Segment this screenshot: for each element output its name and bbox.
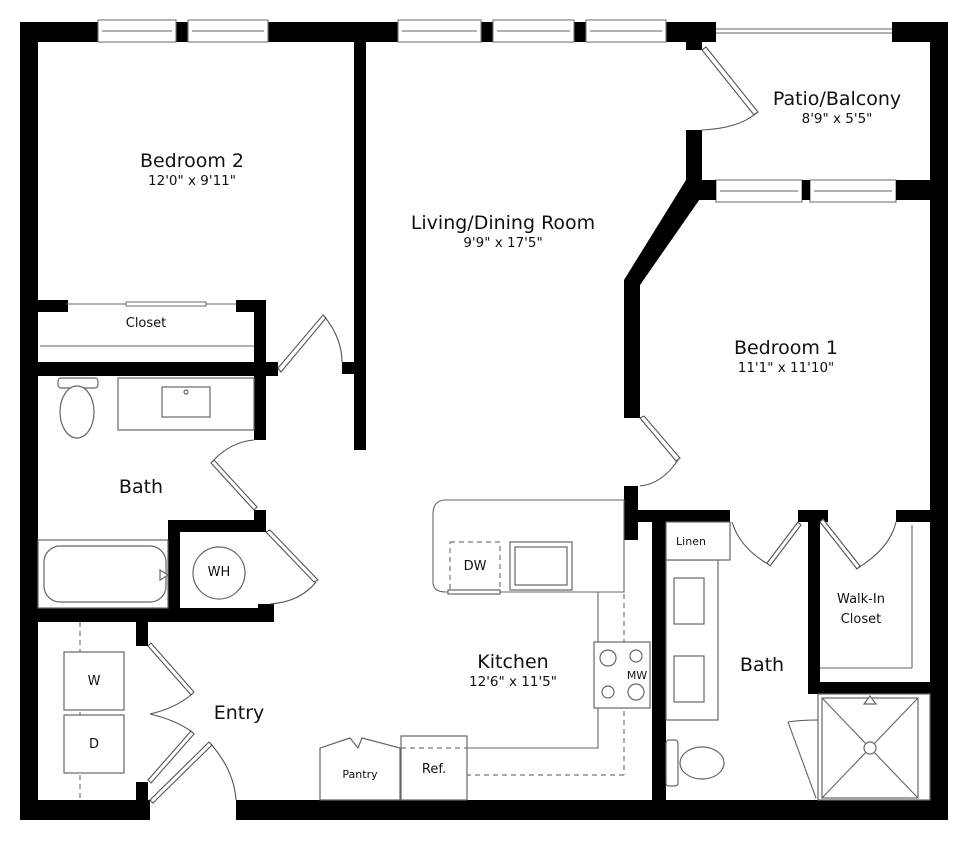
room-label-bath-1: Bath: [739, 654, 785, 676]
water-heater-label: WH: [207, 565, 231, 580]
dryer-label: D: [88, 737, 100, 752]
room-label-bedroom-1: Bedroom 1 11'1" x 11'10": [734, 337, 838, 377]
microwave-label: MW: [626, 669, 648, 682]
room-label-closet: Closet: [125, 316, 167, 331]
washer-label: W: [87, 674, 101, 689]
walk-in-line-1: Walk-In: [837, 592, 885, 607]
room-name: Bedroom 1: [733, 337, 839, 359]
room-name: Patio/Balcony: [772, 88, 902, 110]
refrigerator-label: Ref.: [421, 762, 447, 777]
room-name: Living/Dining Room: [410, 212, 596, 234]
exterior-walls: [20, 22, 948, 820]
room-dimensions: 11'1" x 11'10": [737, 360, 835, 376]
room-dimensions: 12'0" x 9'11": [148, 173, 236, 189]
room-label-walk-in-closet: Walk-In Closet: [837, 590, 885, 630]
room-label-bedroom-2: Bedroom 2 12'0" x 9'11": [140, 150, 244, 190]
fixtures: [37, 301, 931, 801]
room-label-patio: Patio/Balcony 8'9" x 5'5": [773, 88, 901, 128]
room-name: Bedroom 2: [139, 150, 245, 172]
room-label-kitchen: Kitchen 12'6" x 11'5": [469, 651, 557, 691]
room-dimensions: 9'9" x 17'5": [463, 235, 543, 251]
room-name: Kitchen: [477, 651, 549, 673]
room-dimensions: 8'9" x 5'5": [801, 111, 873, 127]
windows: [97, 19, 897, 203]
dishwasher-label: DW: [463, 559, 487, 574]
room-label-entry: Entry: [213, 702, 265, 724]
pantry-label: Pantry: [342, 768, 378, 781]
doors: [147, 46, 897, 804]
room-dimensions: 12'6" x 11'5": [469, 674, 557, 690]
walk-in-line-2: Closet: [840, 612, 882, 627]
room-label-bath-2: Bath: [118, 476, 164, 498]
room-label-living-dining: Living/Dining Room 9'9" x 17'5": [411, 212, 595, 252]
linen-label: Linen: [676, 535, 706, 548]
interior-walls: [38, 42, 930, 802]
